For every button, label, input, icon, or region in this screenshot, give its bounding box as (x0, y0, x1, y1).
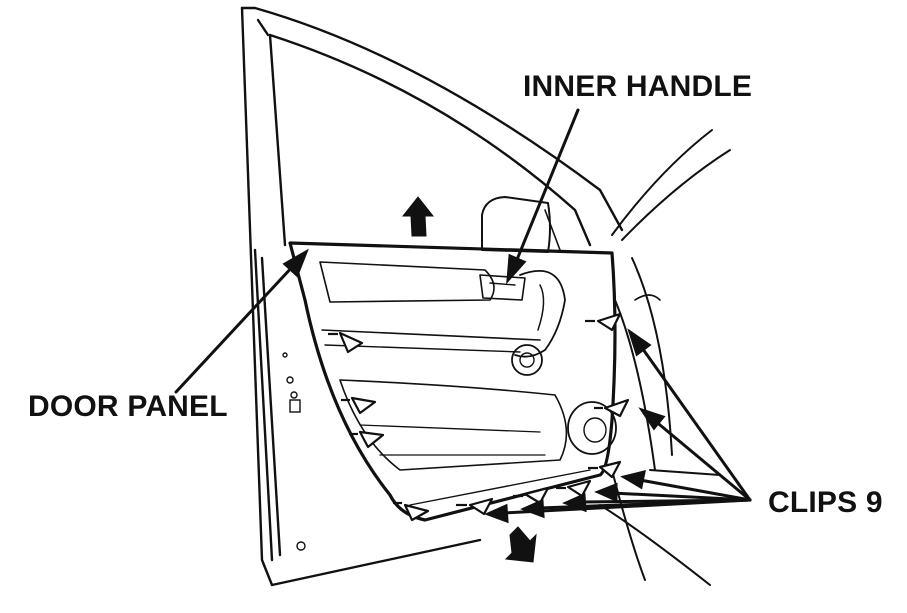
door-panel (288, 241, 617, 522)
clip-triangle-icon (513, 486, 550, 505)
clip-triangle-icon (341, 396, 377, 415)
clip-triangle-icon (556, 479, 592, 498)
label-door-panel: DOOR PANEL (28, 390, 228, 423)
leader-lines (174, 108, 752, 524)
label-inner-handle: INNER HANDLE (523, 70, 753, 103)
clip-triangle-icon (456, 497, 494, 516)
clip-triangle-icon (588, 460, 622, 479)
clip-triangle-icon (594, 398, 630, 418)
clip-triangle-icon (393, 501, 430, 522)
arrow-down-right-icon (504, 526, 537, 563)
door-details (282, 352, 306, 551)
door-frame (240, 6, 624, 587)
clips (328, 312, 630, 522)
label-clips: CLIPS 9 (768, 486, 883, 519)
arrow-up-icon (401, 196, 435, 237)
clip-triangle-icon (328, 331, 364, 354)
car-body (599, 129, 731, 586)
clip-triangle-icon (349, 430, 385, 449)
clip-triangle-icon (585, 312, 622, 332)
